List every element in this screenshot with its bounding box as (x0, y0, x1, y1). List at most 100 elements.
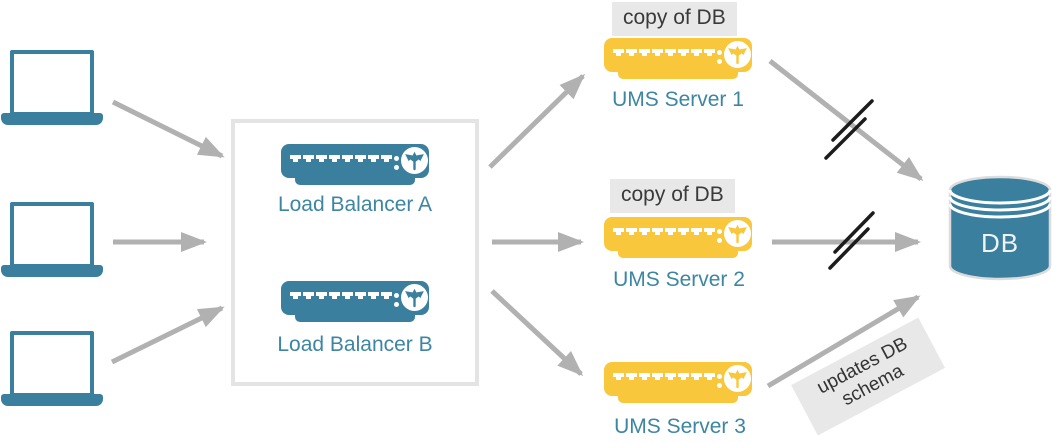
laptop-base (1, 394, 103, 406)
server-foot (295, 176, 415, 185)
led-dot (394, 302, 399, 307)
led-dot (394, 293, 399, 298)
port-notch (691, 373, 702, 380)
branch-icon (405, 151, 424, 171)
load-balancer-b-label: Load Balancer B (277, 333, 433, 356)
port-notch (613, 228, 624, 235)
load-balancer-a-icon (281, 144, 429, 186)
arrow-client3-to-lb (110, 305, 225, 365)
port-notch (290, 292, 301, 299)
branch-icon (405, 288, 424, 308)
port-notch (691, 228, 702, 235)
copy-of-db-tag: copy of DB (610, 179, 735, 213)
ums-server-2-label: UMS Server 2 (613, 268, 745, 291)
port-notch (652, 49, 663, 56)
load-balancer-a-label: Load Balancer A (277, 193, 433, 216)
led-dot (717, 383, 722, 388)
port-notch (342, 292, 353, 299)
server-ports (613, 373, 715, 380)
port-notch (368, 155, 379, 162)
server-ports (290, 292, 392, 299)
port-notch (665, 228, 676, 235)
led-dot (717, 50, 722, 55)
server-ports (613, 49, 715, 56)
port-notch (316, 155, 327, 162)
branch-icon (728, 224, 747, 244)
updates-db-schema-note: updates DB schema (791, 317, 945, 436)
break-mark-ums1-db (824, 117, 867, 160)
arrow-lb-to-ums1 (488, 73, 586, 169)
port-notch (381, 155, 392, 162)
port-notch (704, 49, 715, 56)
port-notch (652, 228, 663, 235)
port-notch (665, 373, 676, 380)
load-balancer-group-box (231, 119, 479, 386)
port-notch (329, 155, 340, 162)
port-notch (665, 49, 676, 56)
ums-server-2-icon (604, 217, 752, 259)
client-laptop-icon (1, 202, 103, 278)
port-notch (639, 228, 650, 235)
port-notch (639, 49, 650, 56)
arrow-lb-to-ums3 (490, 289, 584, 377)
server-foot (295, 313, 415, 322)
port-notch (678, 228, 689, 235)
led-dot (717, 238, 722, 243)
port-notch (316, 292, 327, 299)
client-laptop-icon (1, 50, 103, 126)
port-notch (342, 155, 353, 162)
laptop-screen (10, 202, 94, 268)
arrow-ums1-to-db (768, 59, 924, 181)
port-notch (355, 155, 366, 162)
port-notch (678, 373, 689, 380)
server-foot (618, 394, 738, 403)
port-notch (613, 373, 624, 380)
branch-badge (724, 220, 751, 247)
break-mark-ums1-db (831, 99, 874, 142)
server-foot (618, 249, 738, 258)
branch-badge (724, 41, 751, 68)
database-label: DB (980, 228, 1020, 258)
port-notch (290, 155, 301, 162)
server-ports (290, 155, 392, 162)
break-mark-ums2-db (828, 227, 870, 270)
load-balancer-b-icon (281, 281, 429, 323)
port-notch (704, 373, 715, 380)
port-notch (613, 49, 624, 56)
branch-icon (728, 369, 747, 389)
laptop-screen (10, 331, 94, 397)
client-laptop-icon (1, 331, 103, 407)
branch-icon (728, 45, 747, 65)
port-notch (691, 49, 702, 56)
led-dot (717, 59, 722, 64)
port-notch (368, 292, 379, 299)
branch-badge (724, 365, 751, 392)
port-notch (626, 49, 637, 56)
port-notch (652, 373, 663, 380)
port-notch (678, 49, 689, 56)
ums-server-1-icon (604, 38, 752, 80)
database-icon (948, 175, 1052, 281)
port-notch (303, 292, 314, 299)
ums-server-1-label: UMS Server 1 (612, 88, 744, 111)
ums-server-3-icon (604, 362, 752, 404)
ums-server-3-label: UMS Server 3 (614, 415, 746, 438)
port-notch (639, 373, 650, 380)
led-dot (717, 374, 722, 379)
branch-badge (401, 284, 428, 311)
port-notch (303, 155, 314, 162)
led-dot (394, 165, 399, 170)
break-mark-ums2-db (833, 211, 875, 254)
port-notch (626, 228, 637, 235)
server-foot (618, 70, 738, 79)
laptop-base (1, 113, 103, 125)
led-dot (394, 156, 399, 161)
led-dot (717, 229, 722, 234)
port-notch (626, 373, 637, 380)
laptop-base (1, 265, 103, 277)
port-notch (329, 292, 340, 299)
arrow-client1-to-lb (111, 99, 225, 159)
laptop-screen (10, 50, 94, 116)
port-notch (355, 292, 366, 299)
